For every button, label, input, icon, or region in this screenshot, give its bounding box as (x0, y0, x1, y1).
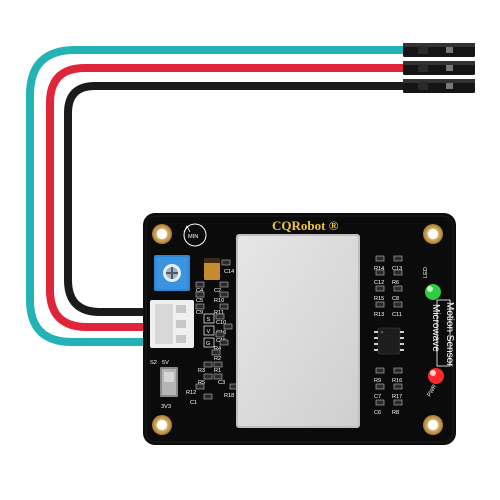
part-label: C8 (392, 296, 399, 302)
part-label: R15 (374, 296, 384, 302)
min-marker: MIN (183, 223, 207, 247)
svg-text:5V: 5V (162, 360, 169, 366)
part-label: R6 (392, 280, 399, 286)
potentiometer (154, 255, 190, 291)
svg-text:LED: LED (423, 267, 429, 278)
brand-logo: CQRobot ® (272, 218, 339, 233)
svg-text:S2: S2 (150, 360, 157, 366)
smd-part: C8 (392, 285, 403, 302)
svg-text:V: V (207, 329, 211, 335)
part-label: R14 (374, 266, 384, 272)
smd-part: R10 (214, 291, 229, 304)
jst-connector (150, 300, 194, 348)
smd-part: C5 (195, 291, 205, 304)
part-label: C4 (196, 288, 203, 294)
smd-part: C4 (195, 281, 205, 294)
wire-bundle (26, 46, 409, 346)
pcb-board: CQRobot ® MIN S V (143, 213, 456, 445)
part-label: R11 (214, 310, 224, 316)
part-label: R16 (392, 378, 402, 384)
smd-part: C3 (213, 373, 225, 386)
smd-part: R17 (392, 383, 403, 400)
part-label: R10 (214, 298, 224, 304)
part-label: C5 (196, 298, 203, 304)
wire-black (64, 82, 409, 316)
smd-part: R5 (198, 373, 213, 386)
part-label: C6 (374, 410, 381, 416)
part-label: R12 (186, 390, 196, 396)
smd-part: R6 (392, 269, 403, 286)
smd-part: R9 (374, 367, 385, 384)
smd-part: C10 (215, 313, 226, 326)
smd-part: R12 (186, 383, 205, 396)
smd-part: C9 (195, 303, 205, 316)
tantalum-cap (204, 258, 220, 280)
smd-part: R1 (213, 361, 223, 374)
smd-part: R14 (374, 255, 385, 272)
part-label: C9 (196, 310, 203, 316)
dupont-connectors (403, 43, 475, 93)
part-label: R1 (214, 368, 221, 374)
part-label: C12 (374, 280, 384, 286)
smd-part: C7 (374, 383, 385, 400)
smd-part: C11 (392, 301, 403, 318)
smd-part: R4 (214, 339, 229, 352)
part-label: C13 (392, 266, 402, 272)
pin-labels: S V G (203, 313, 215, 348)
voltage-switch: S2 5V 3V3 (150, 360, 178, 410)
svg-text:PWR: PWR (427, 384, 439, 398)
part-label: R9 (374, 378, 381, 384)
smd-part: R13 (374, 301, 385, 318)
smd-part: R11 (214, 303, 229, 316)
svg-text:S: S (207, 317, 211, 323)
smd-part: C2 (214, 281, 229, 294)
part-label: R18 (224, 393, 234, 399)
svg-text:3V3: 3V3 (161, 404, 171, 410)
part-label: R17 (392, 394, 402, 400)
radar-module (236, 234, 360, 428)
wire-red (46, 64, 409, 331)
smd-part: R8 (392, 399, 403, 416)
led-indicator-green: LED (423, 267, 441, 300)
smd-part: R16 (392, 367, 403, 384)
part-label: C10 (216, 320, 226, 326)
smd-part: C6 (374, 399, 385, 416)
module-label: Motion Sensor Microwave (430, 299, 455, 367)
part-label: C14 (224, 269, 234, 275)
part-label: R3 (198, 368, 205, 374)
ic-chip (374, 327, 404, 355)
part-label: R13 (374, 312, 384, 318)
wire-cyan (26, 46, 409, 346)
part-label: R2 (214, 356, 221, 362)
smd-part: C14 (221, 259, 234, 275)
led-indicator-red: PWR (427, 368, 444, 398)
mounting-holes (152, 224, 443, 435)
part-label: R5 (198, 380, 205, 386)
svg-text:G: G (206, 341, 210, 347)
left-smd-components: C4C2C5R10C9R11C10C16C15R4R2R3R1R5R12C1C3… (186, 259, 239, 406)
smd-part: C12 (374, 269, 385, 286)
part-label: C1 (190, 400, 197, 406)
part-label: R8 (392, 410, 399, 416)
smd-part: R15 (374, 285, 385, 302)
part-label: C3 (218, 380, 225, 386)
svg-text:Microwave: Microwave (430, 304, 441, 352)
part-label: R4 (214, 346, 221, 352)
smd-part: C1 (190, 393, 213, 406)
radar-panel (238, 236, 358, 426)
smd-part: C13 (392, 255, 403, 272)
smd-part: R3 (198, 361, 213, 374)
svg-text:Motion Sensor: Motion Sensor (444, 302, 455, 367)
part-label: C7 (374, 394, 381, 400)
part-label: C11 (392, 312, 402, 318)
part-label: C2 (214, 288, 221, 294)
min-label: MIN (188, 234, 198, 240)
smd-part: R2 (211, 349, 221, 362)
